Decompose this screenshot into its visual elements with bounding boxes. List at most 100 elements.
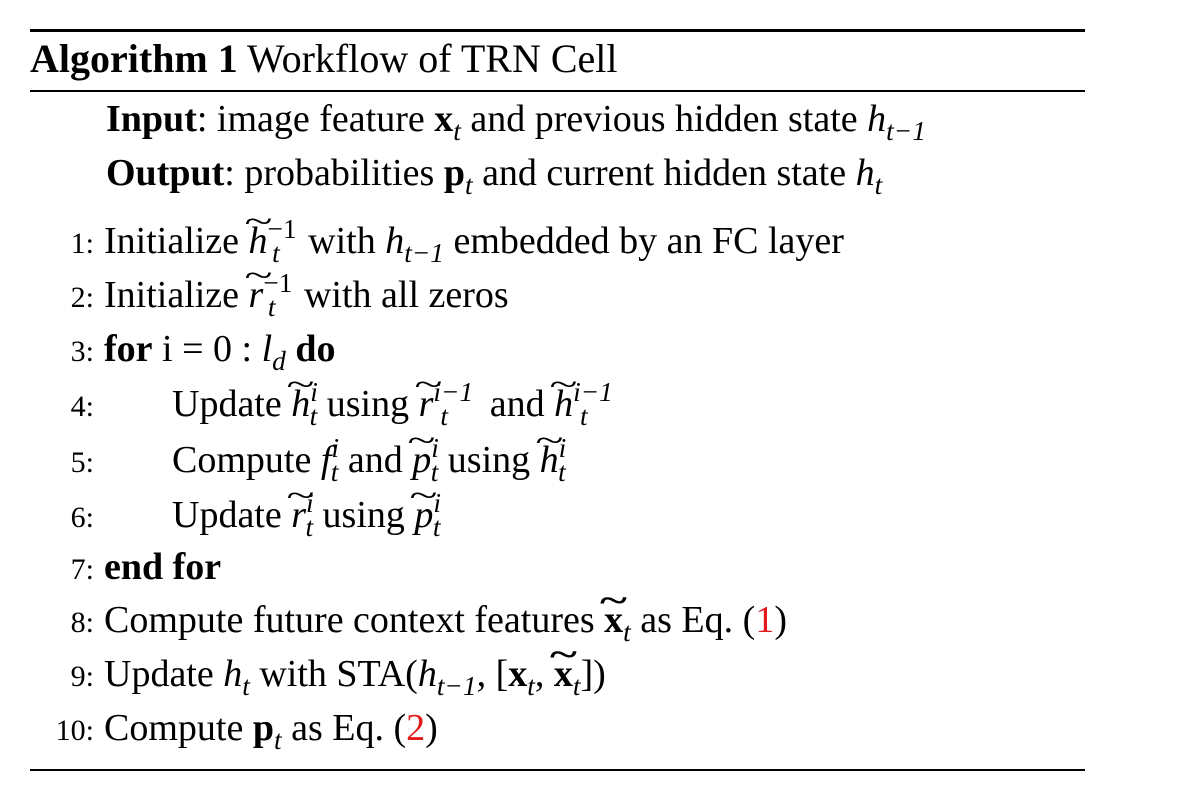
step-number: 2: xyxy=(70,281,94,314)
algorithm-step-9: 9:Update ht with STA(ht−1, [xt, xt]) xyxy=(30,649,606,699)
punct: , [ xyxy=(476,653,509,695)
output-keyword: Output xyxy=(106,152,225,194)
tilde-p: p xyxy=(414,490,433,540)
caption-rule xyxy=(30,90,1085,92)
subscript: t xyxy=(558,456,566,487)
end-for-keyword: end for xyxy=(104,546,222,588)
output-text-b: and current hidden state xyxy=(472,152,856,194)
step-number: 4: xyxy=(70,390,94,423)
step-text: with xyxy=(298,220,386,262)
step-text: as Eq. ( xyxy=(281,707,407,749)
algorithm-title: Workflow of TRN Cell xyxy=(247,36,618,81)
subscript: t xyxy=(580,400,588,431)
subscript: t xyxy=(527,670,535,701)
subscript: t xyxy=(309,400,318,431)
step-body: Compute future context features xt as Eq… xyxy=(94,595,787,645)
step-text: using xyxy=(317,383,419,425)
algorithm-step-6: 6:Update rit using pit xyxy=(30,489,441,542)
step-body: Compute pt as Eq. (2) xyxy=(94,703,438,753)
subscript: t xyxy=(572,670,581,701)
h: h xyxy=(385,220,405,262)
subscript: d xyxy=(272,345,286,376)
step-number: 5: xyxy=(70,446,94,479)
step-text: ) xyxy=(425,707,438,749)
step-body: end for xyxy=(94,542,221,592)
superscript: i xyxy=(331,432,339,463)
tilde-h: h xyxy=(291,379,310,429)
tilde-x: x xyxy=(604,595,623,645)
step-text: Compute xyxy=(104,707,253,749)
tilde-r: r xyxy=(291,490,306,540)
step-number: 9: xyxy=(70,660,94,693)
step-number: 6: xyxy=(70,501,94,534)
step-text: with all zeros xyxy=(294,274,509,316)
algorithm-step-2: 2:Initialize r−1t with all zeros xyxy=(30,269,509,322)
input-x: x xyxy=(434,98,454,140)
h: h xyxy=(223,653,243,695)
step-text: i = 0 : xyxy=(152,328,262,370)
subscript: t xyxy=(330,456,339,487)
input-h: h xyxy=(867,98,887,140)
input-text-a: : image feature xyxy=(196,98,435,140)
output-p: p xyxy=(443,152,465,194)
step-body: Update rit using pit xyxy=(94,489,441,542)
tilde-r: r xyxy=(249,270,264,320)
for-keyword: for xyxy=(104,328,153,370)
step-body: for i = 0 : ld do xyxy=(94,324,335,374)
algorithm-caption: Algorithm 1 Workflow of TRN Cell xyxy=(30,37,618,81)
step-text: as Eq. ( xyxy=(630,599,756,641)
algorithm-step-1: 1:Initialize h−1t with ht−1 embedded by … xyxy=(30,215,844,268)
algorithm-step-8: 8:Compute future context features xt as … xyxy=(30,595,787,645)
equation-ref-link[interactable]: 2 xyxy=(406,707,426,749)
subscript: t xyxy=(273,724,282,755)
algorithm-step-3: 3:for i = 0 : ld do xyxy=(30,324,336,374)
output-line: Output: probabilities p t and current hid… xyxy=(106,151,882,198)
top-rule xyxy=(30,29,1085,32)
l: l xyxy=(261,328,273,370)
p: p xyxy=(252,707,274,749)
subscript: t−1 xyxy=(436,670,477,701)
subscript: t xyxy=(305,511,314,542)
input-line: Input: image feature xt and previous hid… xyxy=(106,97,926,144)
algorithm-step-7: 7: end for xyxy=(30,542,222,592)
algorithm-step-10: 10:Compute pt as Eq. (2) xyxy=(30,703,438,753)
step-text: embedded by an FC layer xyxy=(443,220,844,262)
algorithm-label: Algorithm 1 xyxy=(30,36,238,81)
input-keyword: Input xyxy=(106,98,197,140)
output-text-a: : probabilities xyxy=(224,152,444,194)
subscript: t−1 xyxy=(404,237,444,268)
punct: ] xyxy=(580,653,594,695)
step-text: using xyxy=(313,494,415,536)
step-number: 10: xyxy=(55,714,94,747)
step-text: and xyxy=(338,439,413,481)
x: x xyxy=(508,653,528,695)
punct: , xyxy=(534,653,554,695)
step-number: 7: xyxy=(70,553,94,586)
h: h xyxy=(417,653,437,695)
output-h-sub: t xyxy=(874,169,883,200)
step-text: with STA( xyxy=(249,653,418,695)
step-body: Initialize h−1t with ht−1 embedded by an… xyxy=(94,215,844,268)
step-number: 3: xyxy=(70,335,94,368)
tilde-x: x xyxy=(554,649,573,699)
step-body: Initialize r−1t with all zeros xyxy=(94,269,509,322)
step-text: Compute future context features xyxy=(104,599,605,641)
step-text: ) xyxy=(774,599,787,641)
subscript: t xyxy=(242,670,250,701)
tilde-h: h xyxy=(540,435,559,485)
step-text: Initialize xyxy=(104,220,249,262)
input-text-b: and previous hidden state xyxy=(460,98,868,140)
step-text: using xyxy=(438,439,540,481)
equation-ref-link[interactable]: 1 xyxy=(755,599,775,641)
subscript: t xyxy=(267,291,276,322)
input-x-sub: t xyxy=(453,115,461,146)
step-number: 8: xyxy=(70,606,94,639)
step-text: ) xyxy=(593,653,606,695)
step-text: Update xyxy=(104,653,224,695)
step-text: Update xyxy=(172,494,292,536)
subscript: t xyxy=(272,237,280,268)
bottom-rule xyxy=(30,769,1085,771)
step-text: Initialize xyxy=(104,274,249,316)
superscript: i−1 xyxy=(573,376,613,407)
step-body: Update ht with STA(ht−1, [xt, xt]) xyxy=(94,649,606,699)
